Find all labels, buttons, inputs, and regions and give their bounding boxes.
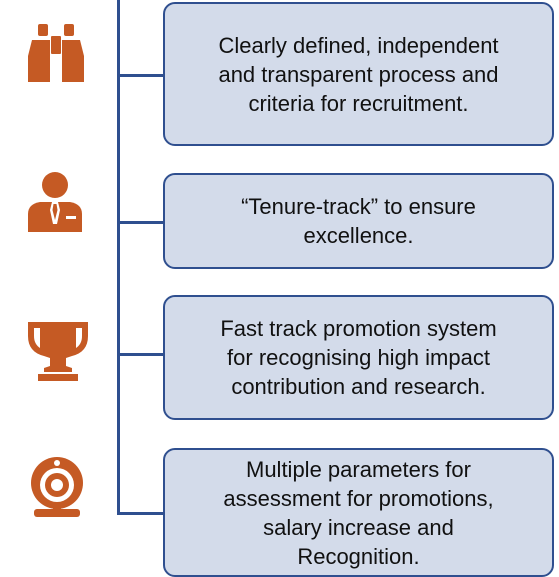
binoculars-icon <box>24 22 88 86</box>
vertical-connector-line <box>117 0 120 515</box>
businessman-icon <box>24 170 88 234</box>
connector-line-1 <box>117 74 165 77</box>
item-box-4: Multiple parameters for assessment for p… <box>163 448 554 577</box>
connector-line-2 <box>117 221 165 224</box>
trophy-icon <box>26 318 90 382</box>
item-box-2: “Tenure-track” to ensure excellence. <box>163 173 554 269</box>
item-text-2: “Tenure-track” to ensure excellence. <box>241 194 476 248</box>
webcam-icon <box>26 455 90 519</box>
connector-line-4 <box>117 512 165 515</box>
item-text-4: Multiple parameters for assessment for p… <box>223 456 494 569</box>
item-box-1: Clearly defined, independent and transpa… <box>163 2 554 146</box>
item-box-3: Fast track promotion system for recognis… <box>163 295 554 420</box>
item-text-1: Clearly defined, independent and transpa… <box>218 32 499 116</box>
item-text-3: Fast track promotion system for recognis… <box>220 316 497 399</box>
connector-line-3 <box>117 353 165 356</box>
